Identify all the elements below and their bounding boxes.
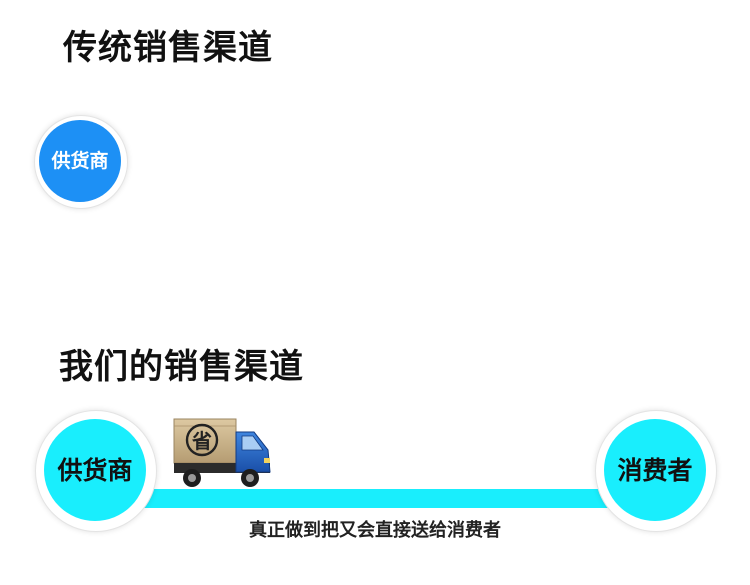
truck-wheels (183, 469, 259, 487)
consumer-node: 消费者 (604, 419, 706, 521)
our-channel-title: 我们的销售渠道 (59, 347, 304, 387)
consumer-label: 消费者 (617, 455, 693, 485)
truck-window (241, 435, 264, 451)
delivery-truck-icon: 省 (173, 418, 271, 487)
our-supplier-node: 供货商 (44, 419, 146, 521)
savings-stamp-label: 省 (191, 429, 212, 453)
traditional-supplier-label: 供货商 (51, 149, 109, 172)
savings-stamp-circle (185, 423, 219, 457)
traditional-supplier-node: 供货商 (39, 120, 121, 202)
direct-channel-bar (140, 489, 610, 508)
truck-chassis (174, 463, 270, 473)
traditional-channel-title: 传统销售渠道 (63, 28, 273, 68)
direct-delivery-caption: 真正做到把又会直接送给消费者 (249, 520, 501, 541)
our-supplier-label: 供货商 (57, 455, 133, 485)
